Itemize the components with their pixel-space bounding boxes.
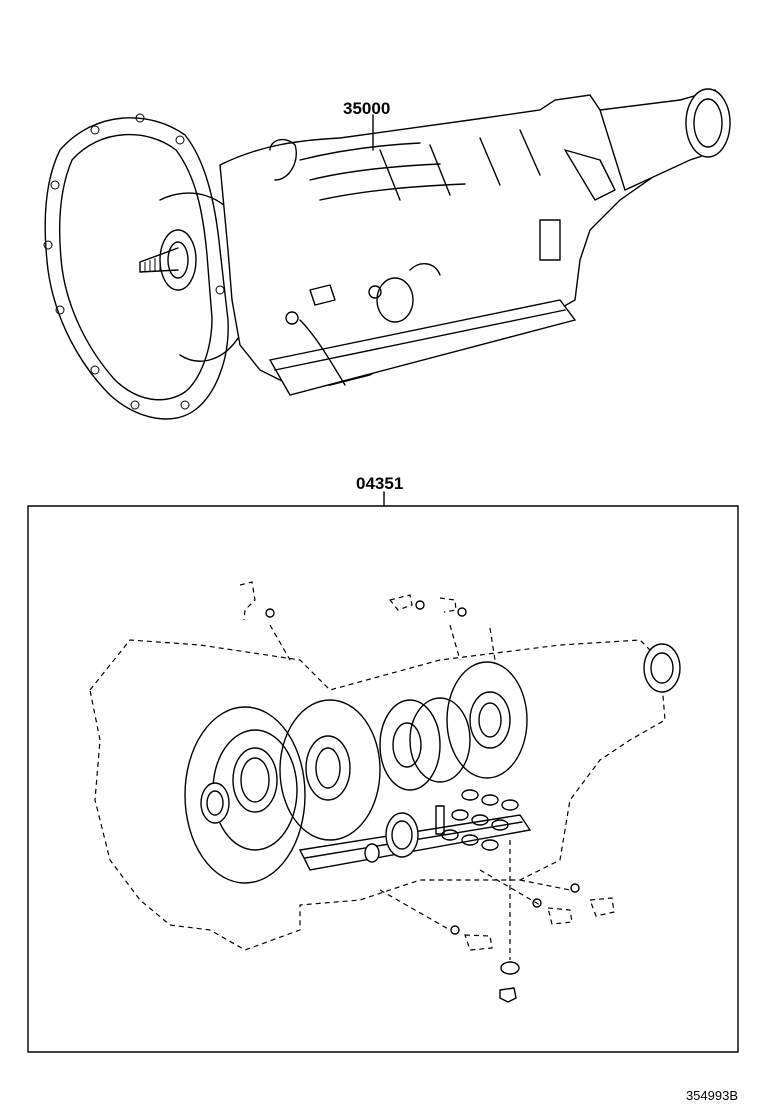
callout-35000: 35000 bbox=[343, 99, 390, 118]
diagram-reference-code: 354993B bbox=[686, 1088, 738, 1103]
gasket-kit-frame bbox=[27, 505, 739, 1053]
transmission-assembly-drawing bbox=[43, 88, 731, 420]
callout-04351: 04351 bbox=[356, 474, 403, 493]
gasket-kit-drawing bbox=[89, 581, 681, 1003]
